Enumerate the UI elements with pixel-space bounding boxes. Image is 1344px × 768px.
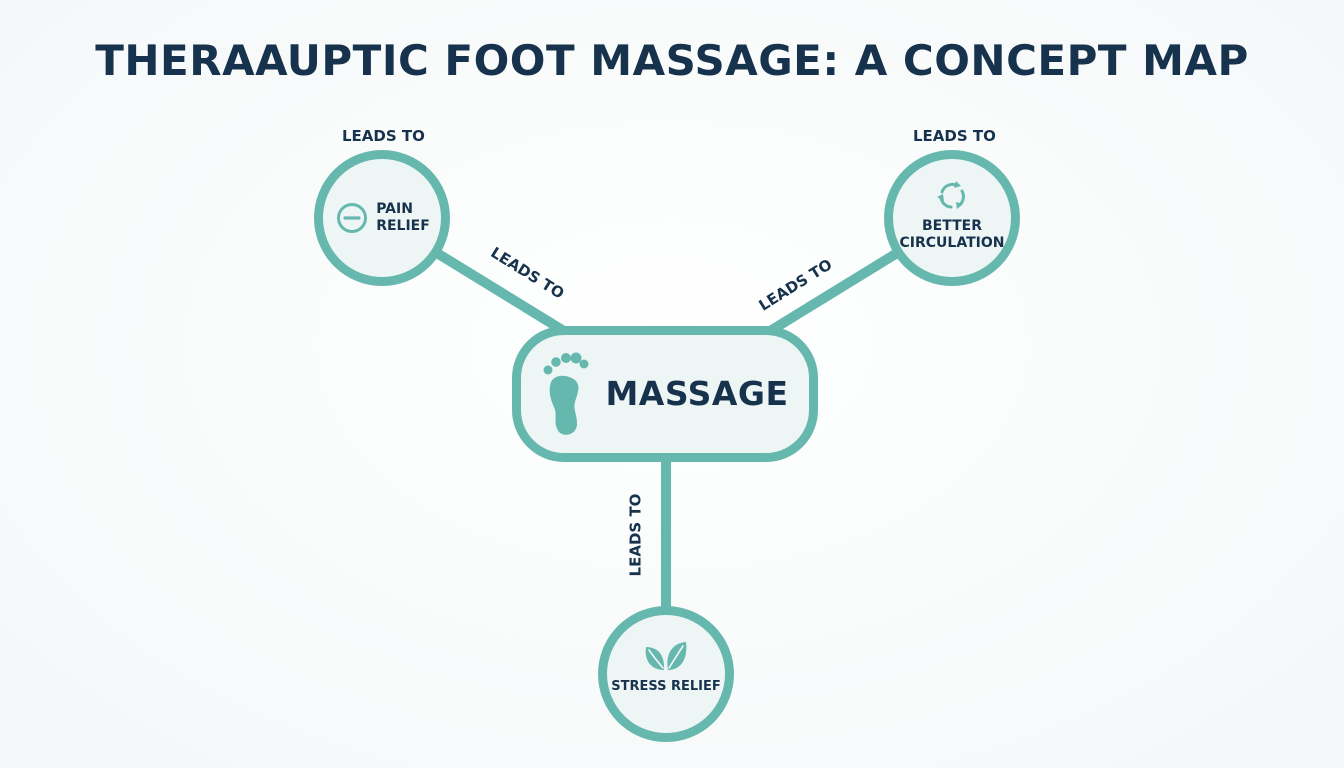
edge-line-better-circulation: [757, 245, 907, 341]
node-better-circulation-line2: CIRCULATION: [899, 235, 1005, 251]
node-pain-relief: PAIN RELIEF: [314, 150, 450, 286]
edge-label-stress-relief: LEADS TO: [626, 493, 645, 577]
minus-circle-icon: [337, 203, 368, 233]
footprint-icon: [543, 352, 589, 435]
leaf-icon: [645, 641, 687, 670]
recycle-arrows-icon: [936, 180, 965, 209]
node-pain-relief-line2: RELIEF: [376, 218, 430, 234]
node-pain-relief-top-label: LEADS TO: [342, 127, 425, 145]
page-title: THERAAUPTIC FOOT MASSAGE: A CONCEPT MAP: [95, 36, 1249, 85]
edge-line-pain-relief: [427, 245, 577, 341]
node-stress-relief-label: STRESS RELIEF: [611, 678, 721, 694]
node-better-circulation: BETTER CIRCULATION: [884, 150, 1020, 286]
node-better-circulation-line1: BETTER: [921, 217, 982, 234]
node-massage-label: MASSAGE: [605, 374, 789, 414]
node-stress-relief: STRESS RELIEF: [598, 606, 734, 742]
node-better-circulation-top-label: LEADS TO: [913, 127, 996, 145]
node-massage: MASSAGE: [512, 326, 818, 462]
node-pain-relief-line1: PAIN: [376, 200, 413, 217]
